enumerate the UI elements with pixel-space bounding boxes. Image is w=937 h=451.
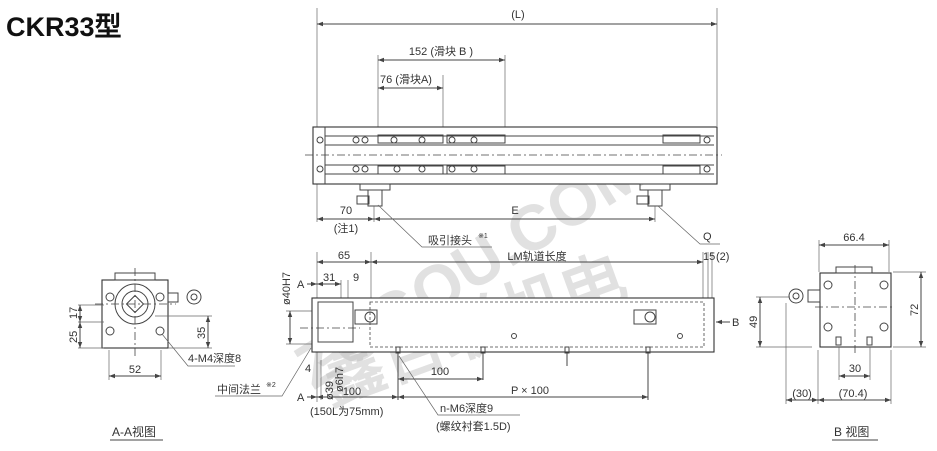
q-label: Q (703, 231, 712, 243)
suction-fitting-label: 吸引接头 (428, 233, 472, 247)
dim-35: 35 (196, 327, 208, 339)
dim-72: 72 (909, 304, 921, 316)
dim-100-pitch: 100 (431, 366, 449, 378)
dim-30: 30 (849, 363, 861, 375)
dim-52: 52 (129, 364, 141, 376)
dim-15: 15 (703, 251, 715, 263)
dim-slider-b: 152 (滑块 B ) (409, 45, 473, 58)
aa-view-caption: A-A视图 (112, 424, 156, 439)
section-a-top: A (297, 279, 305, 291)
dim-4: 4 (305, 363, 311, 375)
dim-9: 9 (353, 272, 359, 284)
note-150l: (150L为75mm) (310, 405, 383, 418)
b-view-caption: B 视图 (834, 424, 869, 439)
b-bolt-holes (823, 280, 889, 346)
lm-rail-length: LM轨道长度 (507, 249, 566, 263)
note-1: (注1) (334, 221, 358, 235)
dim-65: 65 (338, 250, 350, 262)
flange-label: 中间法兰 (217, 382, 261, 396)
dim-e: E (511, 205, 518, 217)
dim-2: (2) (716, 251, 729, 263)
dia-40h7: ø40H7 (281, 272, 293, 305)
dim-slider-a: 76 (滑块A) (380, 73, 432, 86)
dim-30-ref: (30) (792, 388, 812, 400)
top-view: (L) 152 (滑块 B ) 76 (滑块A) (305, 8, 722, 248)
dim-p-100: P × 100 (511, 385, 549, 397)
bolt-holes (316, 136, 711, 173)
dim-66-4: 66.4 (843, 232, 864, 244)
thread-label: n-M6深度9 (440, 401, 493, 415)
dia-6h7: ø6h7 (334, 367, 346, 392)
m4-holes (105, 292, 165, 336)
insert-label: (螺纹衬套1.5D) (436, 419, 511, 433)
b-view: 66.4 72 49 30 (30) (70.4) B 视图 (748, 232, 926, 441)
threaded-holes (395, 346, 651, 400)
dim-100-start: 100 (343, 386, 361, 398)
suction-note: ※1 (478, 233, 488, 240)
section-a-bottom: A (297, 392, 305, 404)
dim-17: 17 (68, 307, 80, 319)
dim-length: (L) (511, 9, 524, 21)
side-view: 65 LM轨道长度 15 (2) A 31 9 ø40H7 B (215, 249, 739, 433)
actuator-body-side (311, 297, 715, 353)
m4-hole-label: 4-M4深度8 (188, 351, 241, 365)
dim-25: 25 (68, 331, 80, 343)
dim-49: 49 (748, 316, 760, 328)
view-b-arrow: B (732, 317, 739, 329)
dim-70: 70 (340, 205, 352, 217)
flange-note: ※2 (266, 382, 276, 389)
aa-view: 17 25 35 52 4-M4深度8 A-A视图 (68, 268, 241, 441)
dim-31: 31 (323, 272, 335, 284)
dim-70-4: (70.4) (839, 388, 868, 400)
model-title: CKR33型 (6, 12, 122, 42)
